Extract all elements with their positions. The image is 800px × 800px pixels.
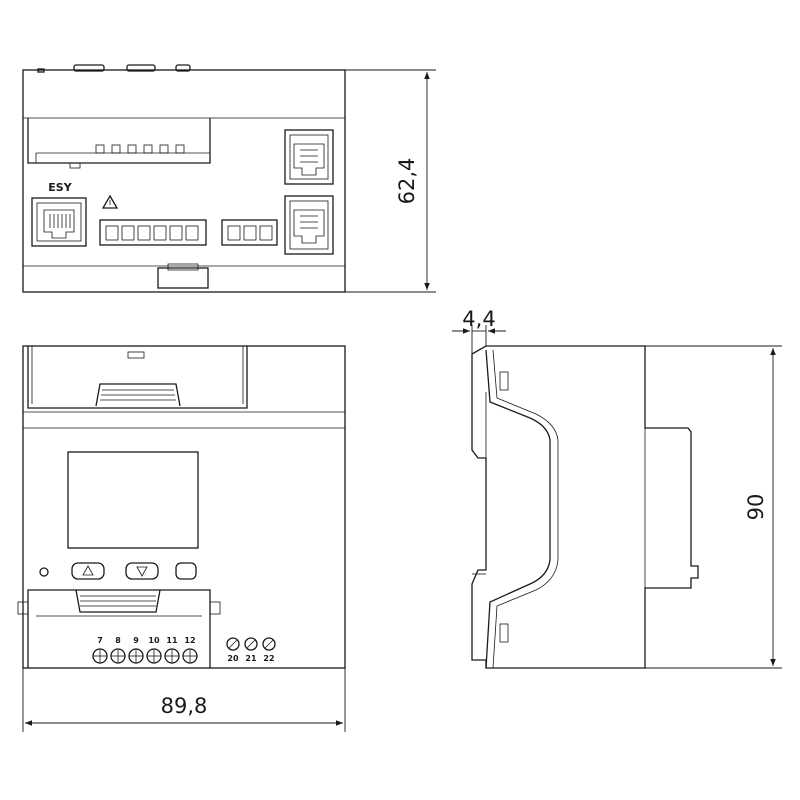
terminal-label-22: 22 bbox=[263, 654, 274, 663]
terminal-block-6 bbox=[99, 219, 207, 246]
top-view: ESY bbox=[22, 64, 346, 293]
dim-height-side: 90 bbox=[645, 345, 782, 669]
front-view-body bbox=[22, 345, 346, 669]
down-button[interactable] bbox=[125, 562, 159, 580]
terminal-screws-row bbox=[92, 648, 198, 664]
top-view-body bbox=[22, 69, 346, 293]
terminal-label-8: 8 bbox=[115, 636, 121, 645]
enter-button[interactable] bbox=[175, 562, 197, 580]
side-view-outline bbox=[471, 345, 699, 669]
din-rail-channel bbox=[485, 349, 551, 669]
front-top-cover bbox=[27, 346, 248, 409]
terminal-label-12: 12 bbox=[184, 636, 195, 645]
front-top-grip bbox=[95, 383, 181, 407]
warning-icon bbox=[101, 194, 119, 209]
top-tab-1 bbox=[73, 64, 105, 72]
lcd-display bbox=[67, 451, 199, 549]
terminal-label-7: 7 bbox=[97, 636, 103, 645]
terminal-label-20: 20 bbox=[227, 654, 239, 663]
esy-rj45-port bbox=[31, 197, 87, 247]
top-tab-2 bbox=[126, 64, 156, 72]
dim-label-62-4: 62,4 bbox=[395, 158, 419, 205]
side-view bbox=[471, 345, 699, 669]
terminal-label-10: 10 bbox=[148, 636, 160, 645]
dim-width-front: 89,8 bbox=[22, 668, 346, 732]
front-view: 7 8 9 10 11 12 20 21 22 bbox=[17, 345, 346, 669]
front-bottom-grip bbox=[75, 589, 161, 613]
dim-label-4-4: 4,4 bbox=[462, 307, 495, 331]
dim-height-top: 62,4 bbox=[345, 69, 436, 293]
dim-label-89-8: 89,8 bbox=[161, 694, 208, 718]
status-led bbox=[39, 567, 49, 577]
front-bottom-cover bbox=[27, 589, 211, 668]
din-clip-top bbox=[157, 267, 209, 289]
aux-terminal-screws bbox=[226, 637, 276, 651]
terminal-block-3 bbox=[221, 219, 278, 246]
ethernet-port-lower bbox=[284, 195, 334, 255]
front-led-bar bbox=[127, 351, 145, 359]
dim-label-90: 90 bbox=[744, 494, 768, 521]
dim-depth-offset: 4,4 bbox=[452, 307, 506, 354]
top-tab-3 bbox=[175, 64, 191, 72]
comb-teeth bbox=[69, 144, 185, 169]
terminal-label-9: 9 bbox=[133, 636, 139, 645]
side-clip-lower bbox=[499, 623, 509, 643]
terminal-label-21: 21 bbox=[245, 654, 257, 663]
esy-label: ESY bbox=[48, 181, 72, 194]
ethernet-port-upper bbox=[284, 129, 334, 185]
top-cover bbox=[27, 118, 211, 164]
up-button[interactable] bbox=[71, 562, 105, 580]
side-clip-upper bbox=[499, 371, 509, 391]
terminal-label-11: 11 bbox=[166, 636, 178, 645]
